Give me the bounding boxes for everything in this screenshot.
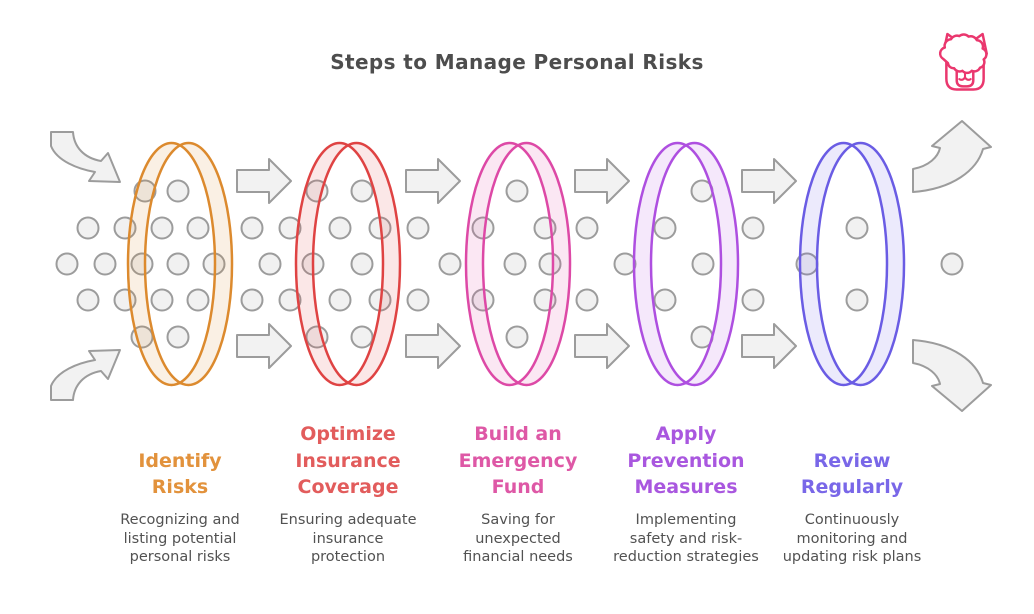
background-dot: [741, 216, 765, 240]
background-dot: [575, 288, 599, 312]
background-dot: [278, 288, 302, 312]
ring-step-1: [126, 141, 234, 387]
background-dot: [130, 252, 154, 276]
ring-step-2: [294, 141, 402, 387]
curved-arrow-top-left-icon: [50, 131, 121, 183]
curved-arrow-bottom-right-icon: [912, 339, 992, 412]
step-2: Optimize Insurance Coverage Ensuring ade…: [263, 410, 433, 605]
flow-arrow-icon: [236, 158, 292, 204]
background-dot: [278, 216, 302, 240]
alpaca-fluff: [938, 33, 988, 75]
background-dot: [653, 216, 677, 240]
step-3-title: Build an Emergency Fund: [458, 423, 578, 498]
background-dot: [940, 252, 964, 276]
background-dot: [166, 179, 190, 203]
background-dot: [350, 252, 374, 276]
background-dots: [55, 179, 964, 349]
step-2-description: Ensuring adequate insurance protection: [279, 512, 417, 566]
flow-arrow-icon: [405, 158, 461, 204]
background-dot: [350, 325, 374, 349]
background-dot: [240, 288, 264, 312]
alpaca-logo-icon: [938, 32, 988, 91]
step-3: Build an Emergency Fund Saving for unexp…: [433, 410, 603, 605]
background-dot: [328, 216, 352, 240]
background-dot: [741, 288, 765, 312]
step-3-description: Saving for unexpected financial needs: [463, 512, 573, 566]
background-dot: [406, 216, 430, 240]
background-dot: [133, 179, 157, 203]
background-dot: [93, 252, 117, 276]
background-dot: [845, 288, 869, 312]
flow-arrow-icon: [741, 323, 797, 369]
background-dot: [186, 216, 210, 240]
background-dot: [505, 179, 529, 203]
background-dot: [166, 325, 190, 349]
background-dot: [538, 252, 562, 276]
background-dot: [55, 252, 79, 276]
step-5: Review Regularly Continuously monitoring…: [767, 410, 937, 605]
background-dot: [76, 216, 100, 240]
curved-arrow-top-right-icon: [912, 120, 992, 193]
background-dot: [328, 288, 352, 312]
page-title: Steps to Manage Personal Risks: [330, 50, 704, 74]
flow-arrow-icon: [574, 158, 630, 204]
curved-arrow-bottom-left-icon: [50, 349, 121, 401]
background-dot: [166, 252, 190, 276]
background-dot: [691, 252, 715, 276]
background-dot: [653, 288, 677, 312]
step-2-title: Optimize Insurance Coverage: [295, 423, 401, 498]
step-5-title: Review Regularly: [800, 449, 904, 498]
flow-arrows: [50, 120, 992, 412]
step-5-description: Continuously monitoring and updating ris…: [782, 512, 922, 566]
step-1-title: Identify Risks: [138, 449, 222, 498]
background-dot: [503, 252, 527, 276]
background-dot: [186, 288, 210, 312]
step-4-title: Apply Prevention Measures: [627, 423, 745, 498]
background-dot: [613, 252, 637, 276]
alpaca-face: [958, 71, 972, 81]
background-dot: [350, 179, 374, 203]
flow-arrow-icon: [405, 323, 461, 369]
background-dot: [406, 288, 430, 312]
background-dot: [150, 288, 174, 312]
background-dot: [575, 216, 599, 240]
background-dot: [845, 216, 869, 240]
step-1: Identify Risks Recognizing and listing p…: [95, 410, 265, 605]
background-dot: [76, 288, 100, 312]
step-4: Apply Prevention Measures Implementing s…: [601, 410, 771, 605]
ring-step-4: [632, 141, 740, 387]
flow-arrow-icon: [236, 323, 292, 369]
ring-step-5: [798, 141, 906, 387]
flow-arrow-icon: [741, 158, 797, 204]
background-dot: [240, 216, 264, 240]
background-dot: [438, 252, 462, 276]
background-dot: [505, 325, 529, 349]
background-dot: [150, 216, 174, 240]
step-4-description: Implementing safety and risk-reduction s…: [613, 512, 759, 566]
background-dot: [258, 252, 282, 276]
ring-step-3: [464, 141, 572, 387]
step-1-description: Recognizing and listing potential person…: [120, 512, 240, 566]
flow-arrow-icon: [574, 323, 630, 369]
